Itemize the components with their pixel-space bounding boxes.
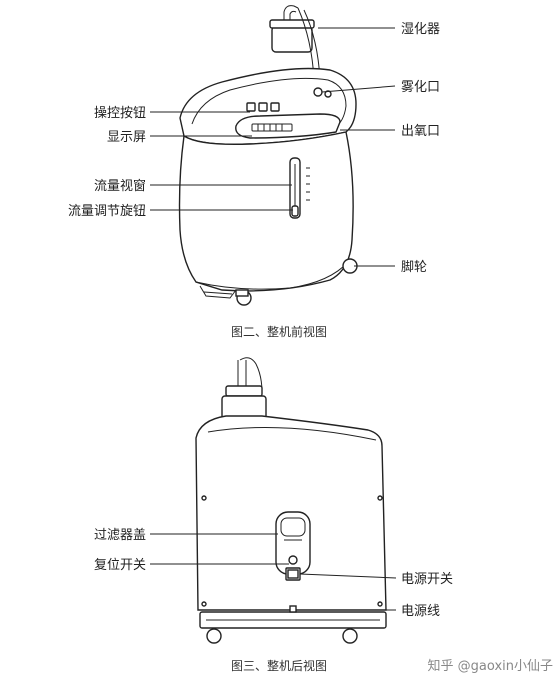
label-filter-cover: 过滤器盖 <box>94 528 146 543</box>
power-cord-socket <box>289 605 297 613</box>
rear-body <box>195 415 387 644</box>
rear-view: maximum minimum <box>94 357 453 673</box>
flow-knob <box>291 205 299 217</box>
label-display: 显示屏 <box>107 130 146 145</box>
rear-caster-left <box>206 628 222 644</box>
label-power-cord: 电源线 <box>401 604 440 619</box>
filter-cover <box>275 511 311 575</box>
front-view-caption: 图二、整机前视图 <box>231 324 327 339</box>
label-power-switch: 电源开关 <box>401 572 453 587</box>
label-control-buttons: 操控按钮 <box>94 105 146 121</box>
label-flow-window: 流量视窗 <box>94 178 146 194</box>
front-view: 湿化器 雾化口 出氧口 操控按钮 显示屏 流量视窗 流量调节旋钮 脚轮 图二、整… <box>68 5 440 339</box>
label-flow-knob: 流量调节旋钮 <box>68 204 146 219</box>
nebulizer-port <box>313 87 323 97</box>
label-humidifier: 湿化器 <box>401 22 440 37</box>
oxygen-outlet <box>324 90 332 98</box>
watermark: 知乎 @gaoxin小仙子 <box>428 658 553 674</box>
label-nebulizer-port: 雾化口 <box>401 80 440 95</box>
label-reset-switch: 复位开关 <box>94 558 146 573</box>
rear-view-caption: 图三、整机后视图 <box>231 658 327 673</box>
control-buttons <box>246 102 280 112</box>
display-screen <box>235 113 341 139</box>
label-casters: 脚轮 <box>401 259 427 275</box>
label-oxygen-outlet: 出氧口 <box>401 124 440 139</box>
flow-window <box>289 157 310 219</box>
reset-switch <box>288 555 298 565</box>
front-body <box>178 67 358 306</box>
rear-caster-right <box>342 628 358 644</box>
humidifier-bottle <box>269 5 323 93</box>
